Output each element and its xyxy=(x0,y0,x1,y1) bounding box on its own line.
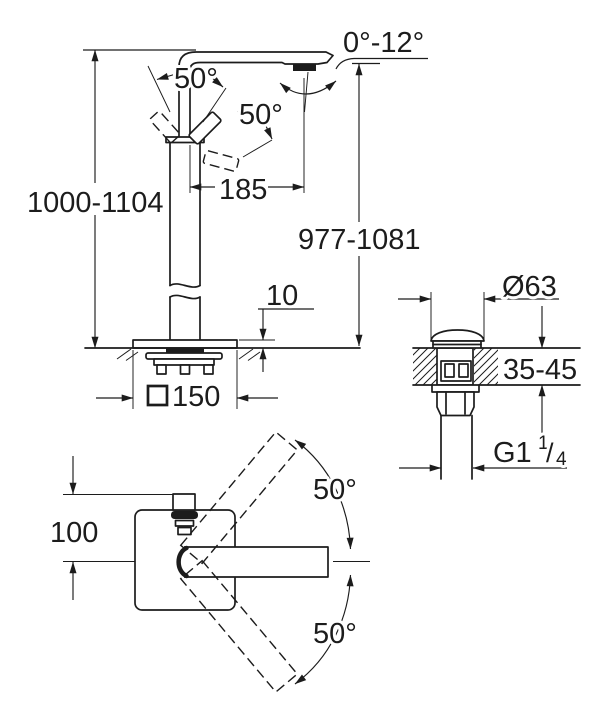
dim-spout-reach-group xyxy=(189,78,305,193)
handle-leader-lines xyxy=(147,65,273,158)
square-symbol xyxy=(146,384,169,407)
dim-spout-swivel-lower: 50° xyxy=(313,618,357,650)
drain-body xyxy=(436,347,474,386)
dim-handle-swing-left: 50° xyxy=(174,63,218,95)
dim-plate-thickness: 10 xyxy=(266,280,298,312)
handle-grip xyxy=(171,511,198,519)
break-waves xyxy=(169,283,201,300)
drain-window xyxy=(440,360,472,382)
drain-slot xyxy=(444,363,455,378)
mounting-flange xyxy=(153,358,215,366)
deck-hatch-left xyxy=(413,348,437,385)
dim-height-range-group xyxy=(83,49,196,349)
deck-hatch-right xyxy=(474,348,498,385)
dim-handle-swing-right: 50° xyxy=(239,99,283,131)
dim-spout-swivel-upper: 50° xyxy=(313,474,357,506)
mounting-stud xyxy=(179,364,191,375)
dim-handle-offset-group xyxy=(63,456,173,600)
dim-outlet-height-range: 977-1081 xyxy=(298,224,421,256)
handle-positions xyxy=(147,65,273,172)
handle-dashed-left xyxy=(149,110,181,144)
faucet-body xyxy=(165,51,334,341)
handle-tip xyxy=(172,493,196,511)
thread-fraction-denominator: 4 xyxy=(556,449,567,470)
spout-root-arc xyxy=(176,545,189,579)
mounting-stud xyxy=(203,364,214,375)
cartridge-cap xyxy=(165,136,205,144)
dim-drain-cap-diameter: Ø63 xyxy=(502,271,557,303)
spout-tilt-annotation xyxy=(279,57,428,95)
top-view: 50° 50° 100 xyxy=(47,430,370,694)
base-and-floor xyxy=(84,339,361,375)
handle-base xyxy=(177,526,192,536)
floor-hatch-ticks xyxy=(116,348,261,361)
base-plate xyxy=(132,339,238,349)
dim-base-size-group xyxy=(96,350,278,409)
dim-outlet-height-group xyxy=(352,62,380,347)
handle-collar xyxy=(174,519,195,527)
dim-spout-tilt-range: 0°-12° xyxy=(343,27,424,59)
thread-fraction-slash: / xyxy=(546,438,554,468)
dim-spout-reach: 185 xyxy=(219,174,267,206)
drain-slot xyxy=(458,363,469,378)
front-view: 1000-1104 977-1081 0°-12° 50° 50° 185 10… xyxy=(24,24,428,416)
column-edges xyxy=(169,141,201,341)
spout-outline xyxy=(178,51,334,141)
dim-handle-offset: 100 xyxy=(50,517,98,549)
nut-facets xyxy=(445,391,466,415)
drain-nut xyxy=(436,391,475,417)
aerator xyxy=(293,64,316,71)
dim-base-plate-size: 150 xyxy=(172,381,220,413)
dim-thread-size: G1 xyxy=(493,437,532,469)
dim-deck-thickness-range: 35-45 xyxy=(503,354,577,386)
dim-height-range: 1000-1104 xyxy=(27,187,164,219)
handle-top-view xyxy=(171,493,198,536)
deck-lines xyxy=(412,347,581,386)
swivel-arc-lower xyxy=(294,574,354,685)
spout-top-view xyxy=(184,546,329,578)
mounting-stud xyxy=(156,364,167,375)
thread-fraction-numerator: 1 xyxy=(538,433,549,454)
dim-plate-thickness-group xyxy=(239,308,314,372)
outlet-axis-line xyxy=(304,71,309,113)
drain-cap-dome xyxy=(430,329,485,342)
drain-lower-flange xyxy=(431,384,480,393)
mounting-bar xyxy=(145,352,223,360)
drain-tailpipe xyxy=(440,414,473,480)
handle-dashed-lower xyxy=(202,150,240,172)
handle-solid xyxy=(188,111,222,145)
swivel-arc-upper xyxy=(294,439,354,550)
dim-cap-diameter-group xyxy=(398,292,559,339)
mounting-gasket xyxy=(166,348,204,353)
drain-detail-view: Ø63 35-45 G1 1 / 4 xyxy=(398,268,581,480)
